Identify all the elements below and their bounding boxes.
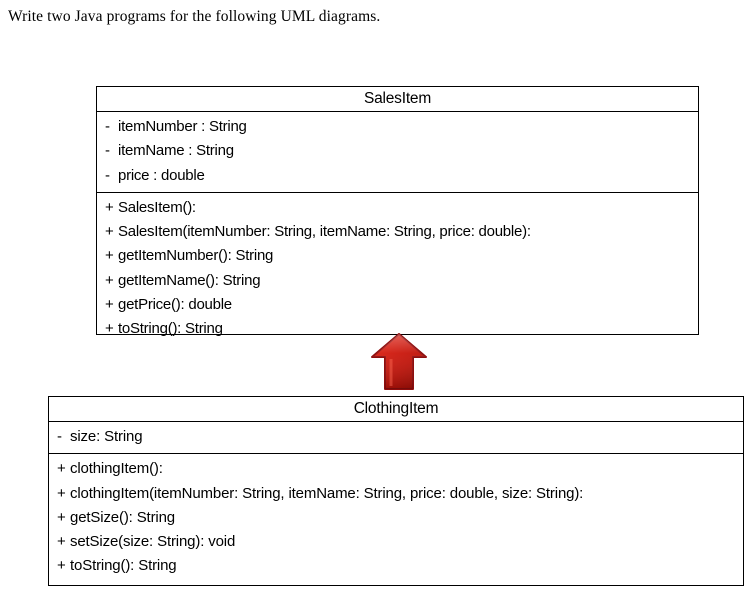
uml-method: +SalesItem(itemNumber: String, itemName:…: [97, 220, 698, 244]
member-text: itemName : String: [118, 142, 234, 160]
uml-class-name-clothingitem: ClothingItem: [49, 397, 743, 422]
visibility-marker: +: [57, 508, 66, 526]
visibility-marker: +: [105, 223, 114, 241]
uml-class-salesitem: SalesItem -itemNumber : String -itemName…: [96, 86, 699, 337]
member-text: itemNumber : String: [118, 118, 247, 135]
uml-attribute: -price : double: [97, 164, 698, 188]
uml-methods-compartment-clothingitem: +clothingItem(): +clothingItem(itemNumbe…: [49, 454, 743, 582]
uml-attributes-compartment-salesitem: -itemNumber : String -itemName : String …: [97, 112, 698, 193]
visibility-marker: -: [105, 118, 110, 135]
visibility-marker: -: [57, 428, 62, 445]
uml-method: +SalesItem():: [97, 196, 698, 220]
member-text: getItemName(): String: [118, 271, 261, 289]
member-text: toString(): String: [118, 320, 223, 338]
uml-class-name-salesitem: SalesItem: [97, 87, 698, 112]
visibility-marker: +: [57, 460, 66, 478]
uml-attribute: -size: String: [49, 425, 743, 449]
member-text: SalesItem(itemNumber: String, itemName: …: [118, 223, 531, 241]
generalization-up-arrow-icon: [371, 333, 427, 390]
member-text: getPrice(): double: [118, 296, 232, 314]
visibility-marker: +: [105, 296, 114, 314]
uml-method: +getSize(): String: [49, 506, 743, 530]
visibility-marker: -: [105, 166, 110, 184]
visibility-marker: +: [105, 320, 114, 338]
visibility-marker: +: [105, 247, 114, 265]
uml-class-clothingitem: ClothingItem -size: String +clothingItem…: [48, 396, 744, 586]
uml-method: +clothingItem():: [49, 457, 743, 481]
uml-method: +setSize(size: String): void: [49, 530, 743, 554]
visibility-marker: +: [57, 557, 66, 575]
member-text: SalesItem():: [118, 198, 196, 216]
member-text: clothingItem():: [70, 460, 163, 478]
uml-methods-compartment-salesitem: +SalesItem(): +SalesItem(itemNumber: Str…: [97, 193, 698, 346]
member-text: getItemNumber(): String: [118, 247, 274, 265]
prompt-text: Write two Java programs for the followin…: [8, 8, 381, 25]
uml-method: +toString(): String: [97, 317, 698, 341]
uml-method: +getPrice(): double: [97, 293, 698, 317]
visibility-marker: +: [57, 484, 66, 502]
visibility-marker: +: [105, 271, 114, 289]
member-text: getSize(): String: [70, 508, 175, 526]
uml-method: +getItemName(): String: [97, 269, 698, 293]
uml-method: +clothingItem(itemNumber: String, itemNa…: [49, 482, 743, 506]
uml-attributes-compartment-clothingitem: -size: String: [49, 422, 743, 455]
visibility-marker: -: [105, 142, 110, 160]
member-text: setSize(size: String): void: [70, 533, 236, 551]
uml-attribute: -itemNumber : String: [97, 115, 698, 139]
member-text: clothingItem(itemNumber: String, itemNam…: [70, 484, 584, 502]
visibility-marker: +: [57, 533, 66, 551]
member-text: size: String: [70, 428, 143, 445]
uml-attribute: -itemName : String: [97, 139, 698, 163]
uml-method: +toString(): String: [49, 554, 743, 578]
member-text: toString(): String: [70, 557, 177, 575]
uml-method: +getItemNumber(): String: [97, 244, 698, 268]
member-text: price : double: [118, 166, 205, 184]
visibility-marker: +: [105, 198, 114, 216]
